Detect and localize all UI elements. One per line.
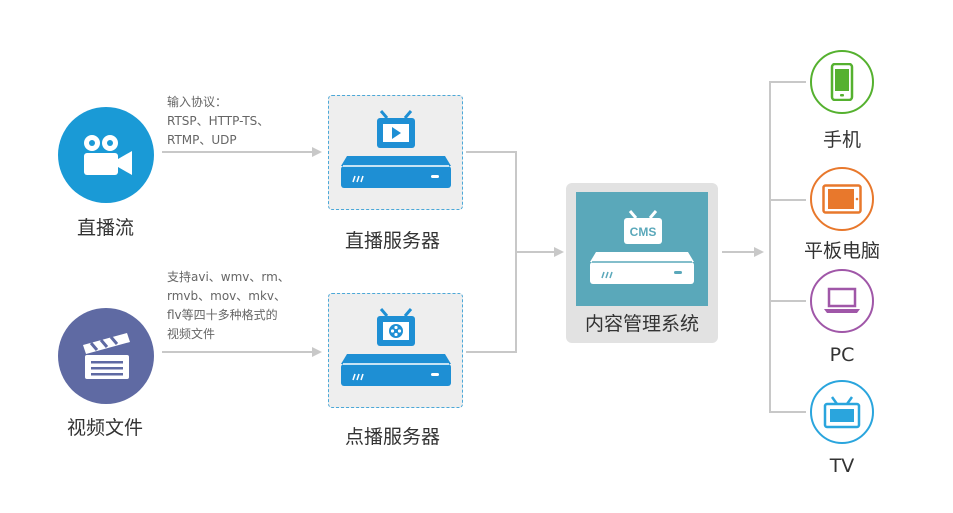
live-server-box [328, 95, 463, 210]
play-tv-icon [392, 127, 401, 139]
device-tablet-circle [810, 167, 874, 231]
live-server-label: 直播服务器 [345, 230, 441, 252]
cms-display: CMS [576, 192, 708, 306]
live-protocol-note: 输入协议： RTSP、HTTP-TS、 RTMP、UDP [167, 95, 270, 147]
cms-server-icon: CMS [590, 210, 694, 284]
merge-line [466, 151, 517, 353]
cms-panel: CMS 内容管理系统 [566, 183, 718, 343]
device-pc-circle [810, 269, 874, 333]
phone-icon [830, 63, 854, 101]
cms-badge: CMS [630, 225, 657, 239]
device-pc-label: PC [829, 344, 855, 366]
device-tablet-label: 平板电脑 [803, 240, 880, 262]
device-tv-label: TV [829, 455, 855, 477]
video-camera-icon [84, 135, 132, 175]
laptop-icon [824, 287, 860, 313]
file-format-note: 支持avi、wmv、rm、 rmvb、mov、mkv、 flv等四十多种格式的 … [167, 270, 290, 341]
live-server-icon [341, 110, 451, 188]
device-tv-circle [810, 380, 874, 444]
tablet-icon [822, 184, 862, 214]
device-phone-label: 手机 [822, 129, 861, 151]
live-source-circle [58, 107, 154, 203]
vod-server-box [328, 293, 463, 408]
cms-label: 内容管理系统 [584, 313, 699, 335]
file-source-circle [58, 308, 154, 404]
clapperboard-icon [83, 333, 130, 379]
device-bus [769, 81, 806, 413]
file-source-label: 视频文件 [67, 417, 144, 439]
vod-server-icon [341, 308, 451, 386]
device-phone-circle [810, 50, 874, 114]
vod-server-label: 点播服务器 [345, 426, 441, 448]
film-reel-tv-icon [389, 324, 403, 338]
live-source-label: 直播流 [77, 217, 135, 239]
tv-icon [823, 396, 861, 429]
